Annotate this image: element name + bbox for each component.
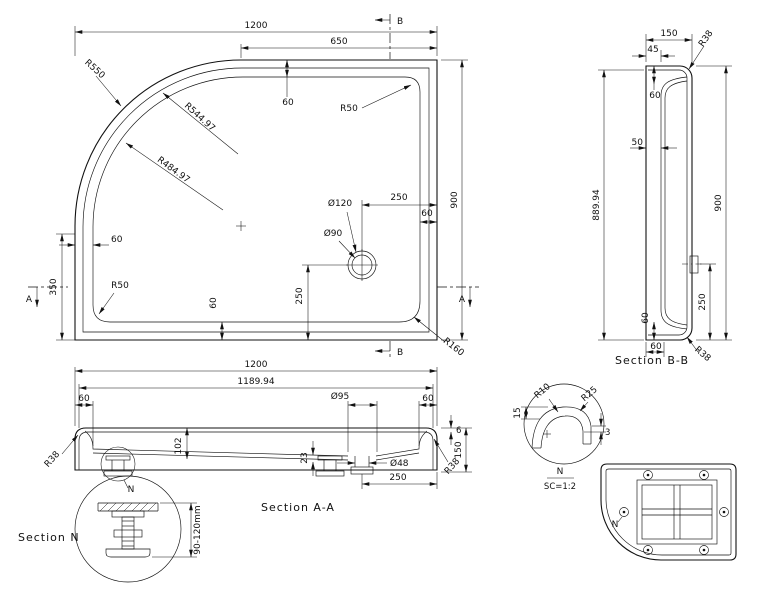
radius-center-mark — [236, 221, 246, 231]
detail-n-scale: SC=1:2 — [544, 482, 576, 492]
section-bb-labels: 150 45 R38 60 50 889.94 900 250 60 60 R3… — [592, 29, 724, 367]
dim-plan-width: 1200 — [245, 21, 268, 31]
label-aa-dia48: Ø48 — [390, 458, 409, 469]
support-frame-outer — [636, 479, 718, 545]
dim-aa-102: 102 — [174, 437, 184, 454]
section-b-marker-top: B — [397, 17, 403, 27]
dim-aa-150: 150 — [454, 441, 464, 458]
dim-detail-3: 3 — [605, 428, 610, 438]
dim-bb-45: 45 — [647, 45, 658, 55]
dim-plan-60-right: 60 — [421, 209, 433, 219]
underside-n-marker: N — [612, 520, 619, 530]
dim-bb-150: 150 — [660, 29, 677, 39]
label-r50-top: R50 — [340, 104, 358, 114]
detail-n-name: N — [557, 467, 564, 477]
section-aa-dimensions — [61, 367, 472, 489]
dim-bb-60-top: 60 — [649, 91, 661, 101]
dim-plan-60-top: 60 — [282, 98, 294, 108]
dim-detail-15: 15 — [513, 407, 523, 418]
dim-aa-60-left: 60 — [78, 394, 90, 404]
section-aa-view — [74, 427, 438, 482]
dim-bb-50: 50 — [632, 138, 644, 148]
dim-aa-1200: 1200 — [245, 360, 268, 370]
floor-cut-hatched — [97, 502, 159, 512]
dim-aa-6: 6 — [456, 426, 461, 436]
label-r50-bottom: R50 — [111, 281, 129, 291]
section-bb-view — [645, 65, 704, 341]
support-frame-inner — [641, 484, 713, 540]
dim-plan-60-bottom: 60 — [209, 297, 219, 309]
plan-view — [74, 59, 438, 341]
drain-section-bb — [689, 255, 699, 274]
section-a-marker-right: A — [459, 295, 466, 305]
section-aa-title: Section A-A — [261, 501, 335, 514]
dim-n-adjust-range: 90-120mm — [193, 505, 203, 554]
dim-plan-900: 900 — [450, 191, 460, 208]
detail-n-callout-circle — [100, 446, 136, 482]
dim-aa-250: 250 — [389, 473, 406, 483]
underside-view: N — [600, 463, 737, 561]
section-b-marker-bottom: B — [397, 348, 403, 358]
label-aa-dia95: Ø95 — [331, 391, 350, 402]
section-bb-dimensions — [598, 34, 732, 357]
dim-bb-250: 250 — [698, 293, 708, 310]
section-a-marker-left: A — [26, 295, 33, 305]
dim-plan-350: 350 — [49, 278, 59, 295]
label-dia120: Ø120 — [328, 198, 353, 209]
section-bb-title: Section B-B — [615, 354, 689, 367]
detail-n-marker: N — [128, 485, 135, 495]
dim-aa-60-right: 60 — [422, 394, 434, 404]
dim-bb-889: 889.94 — [592, 189, 602, 221]
dim-plan-250-h: 250 — [390, 193, 407, 203]
foot-positions — [619, 470, 729, 555]
dim-bb-900: 900 — [714, 194, 724, 211]
adjustable-foot — [105, 510, 151, 558]
dim-plan-250-v: 250 — [295, 287, 305, 304]
dim-aa-1189: 1189.94 — [237, 377, 274, 387]
dim-plan-60-left: 60 — [111, 235, 123, 245]
dim-aa-23: 23 — [300, 452, 310, 463]
section-n-detail: 90-120mm Section N — [18, 475, 203, 583]
dim-bb-60-bottom-in: 60 — [641, 312, 651, 324]
dim-bb-60-bottom-out: 60 — [650, 342, 662, 352]
dim-plan-650: 650 — [330, 37, 347, 47]
label-dia90: Ø90 — [324, 228, 343, 239]
leg-right — [315, 455, 345, 477]
detail-n-rim-profile: R10 R25 15 3 N SC=1:2 — [513, 382, 610, 492]
section-n-title: Section N — [18, 531, 80, 544]
plan-dimensions — [28, 14, 479, 357]
